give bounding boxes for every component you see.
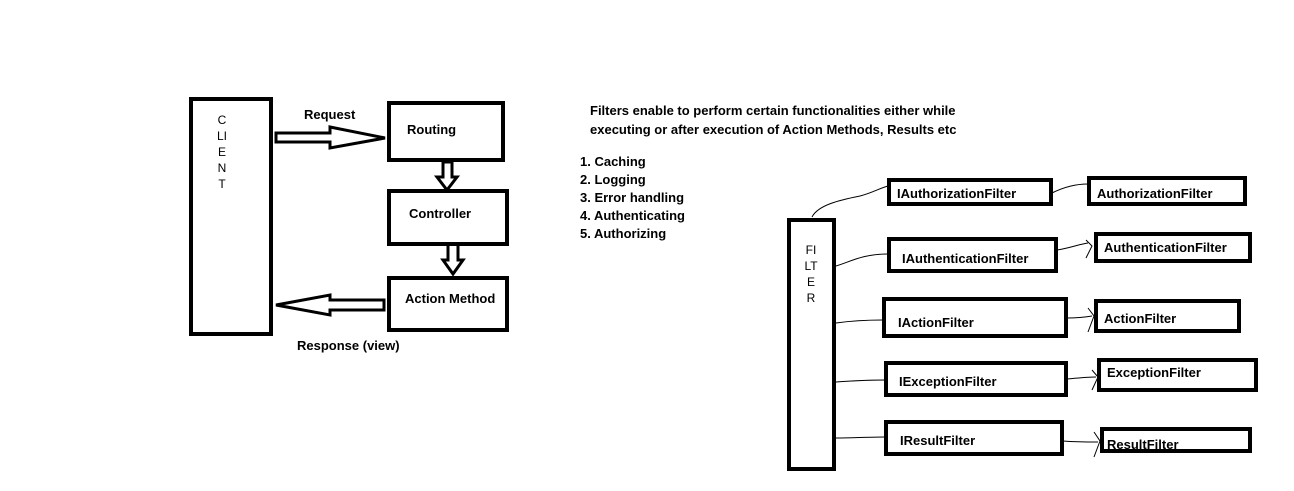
authorization-filter-label: AuthorizationFilter <box>1097 186 1213 201</box>
filter-box: FILTER <box>787 218 836 471</box>
iauthorization-filter-label: IAuthorizationFilter <box>897 186 1017 201</box>
iexception-to-exception-line <box>1066 369 1099 391</box>
authorization-filter-box: AuthorizationFilter <box>1087 176 1247 206</box>
routing-label: Routing <box>407 122 457 137</box>
iresult-filter-box: IResultFilter <box>884 420 1064 456</box>
controller-box: Controller <box>387 189 509 246</box>
filters-description-line-2: executing or after execution of Action M… <box>590 122 957 137</box>
iauthentication-to-authentication-line <box>1056 239 1093 259</box>
authentication-filter-box: AuthenticationFilter <box>1094 232 1252 263</box>
routing-box: Routing <box>387 101 505 162</box>
request-label: Request <box>304 107 356 122</box>
iaction-filter-label: IActionFilter <box>898 315 974 330</box>
authentication-filter-label: AuthenticationFilter <box>1104 240 1227 255</box>
result-filter-box: ResultFilter <box>1100 427 1252 453</box>
list-item: 3. Error handling <box>580 190 685 205</box>
response-label: Response (view) <box>297 338 400 353</box>
action-method-label: Action Method <box>405 291 496 306</box>
iexception-filter-box: IExceptionFilter <box>884 361 1068 397</box>
list-item: 4. Authenticating <box>580 208 685 223</box>
iauthentication-filter-box: IAuthenticationFilter <box>887 237 1058 273</box>
iauthorization-to-authorization-line <box>1051 183 1089 194</box>
filter-to-iauthentication-line <box>835 253 889 267</box>
filters-description-line-1: Filters enable to perform certain functi… <box>590 103 956 118</box>
iresult-filter-label: IResultFilter <box>900 433 976 448</box>
iaction-filter-box: IActionFilter <box>882 297 1068 338</box>
action-filter-label: ActionFilter <box>1104 311 1177 326</box>
filter-label: FILTER <box>804 243 818 305</box>
filter-to-iauthorization-line <box>811 185 889 218</box>
client-box: CLIENT <box>189 97 273 336</box>
iexception-filter-label: IExceptionFilter <box>899 374 997 389</box>
filter-to-iresult-line <box>835 436 886 439</box>
routing-to-controller-arrow <box>433 160 461 193</box>
list-item: 2. Logging <box>580 172 646 187</box>
client-label: CLIENT <box>216 113 227 191</box>
request-arrow <box>274 125 386 150</box>
action-filter-box: ActionFilter <box>1094 299 1241 333</box>
controller-label: Controller <box>409 206 472 221</box>
exception-filter-box: ExceptionFilter <box>1097 358 1258 392</box>
iauthentication-filter-label: IAuthenticationFilter <box>902 251 1029 266</box>
iaction-to-action-line <box>1066 307 1095 333</box>
filter-to-iaction-line <box>835 319 884 324</box>
list-item: 5. Authorizing <box>580 226 667 241</box>
controller-to-action-arrow <box>440 242 466 277</box>
result-filter-label: ResultFilter <box>1107 437 1179 452</box>
iresult-to-result-line <box>1062 431 1101 458</box>
response-arrow <box>275 293 386 317</box>
exception-filter-label: ExceptionFilter <box>1107 365 1201 380</box>
filter-to-iexception-line <box>835 379 886 383</box>
list-item: 1. Caching <box>580 154 646 169</box>
iauthorization-filter-box: IAuthorizationFilter <box>887 178 1053 206</box>
filter-uses-list: 1. Caching 2. Logging 3. Error handling … <box>580 153 685 243</box>
action-method-box: Action Method <box>387 276 509 332</box>
